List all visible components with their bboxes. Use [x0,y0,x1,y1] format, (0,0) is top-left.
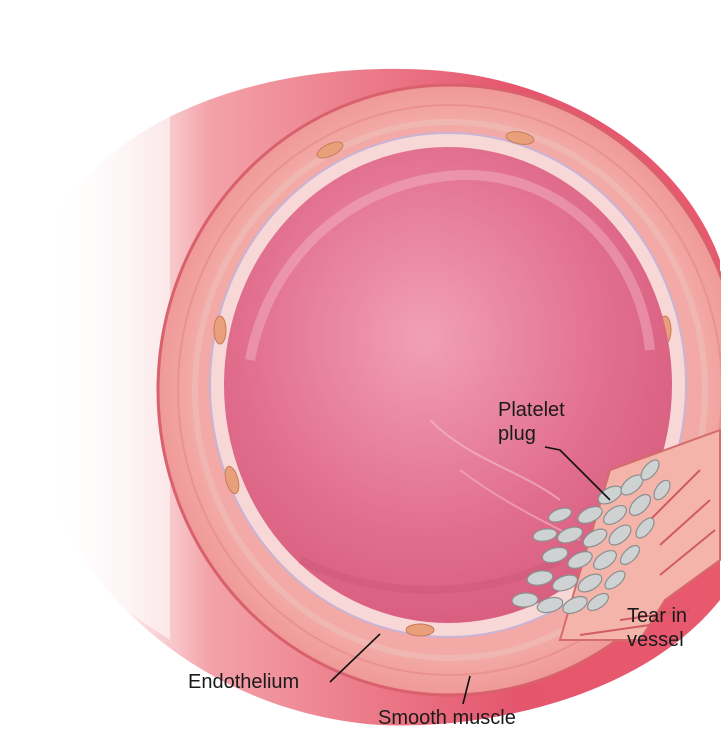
label-tear-line2: vessel [627,628,687,652]
label-platelet-plug-line2: plug [498,422,565,446]
label-tear-line1: Tear in [627,604,687,628]
label-smooth-muscle: Smooth muscle [378,706,516,730]
label-tear-in-vessel: Tear in vessel [627,604,687,652]
label-endothelium: Endothelium [188,670,299,694]
label-platelet-plug-line1: Platelet [498,398,565,422]
label-platelet-plug: Platelet plug [498,398,565,446]
vessel-fade [0,110,170,640]
